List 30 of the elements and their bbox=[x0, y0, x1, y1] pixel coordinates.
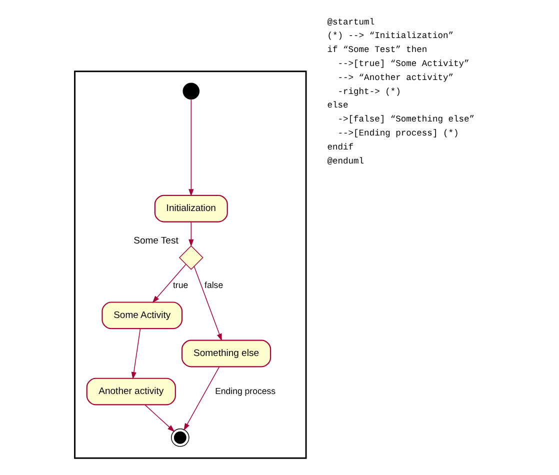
arrow bbox=[131, 328, 141, 380]
label: endif bbox=[327, 142, 354, 152]
cluster bbox=[74, 70, 307, 459]
label: -->[true] “Some Activity” bbox=[338, 58, 470, 69]
arrow bbox=[152, 264, 186, 303]
edge-label: Ending process bbox=[215, 386, 276, 396]
arrow bbox=[144, 404, 175, 432]
arrow bbox=[188, 221, 194, 247]
arrow bbox=[194, 266, 222, 342]
label: if “Some Test” then bbox=[327, 45, 428, 56]
label: --> “Another activity” bbox=[338, 72, 454, 83]
arrow bbox=[184, 366, 220, 431]
node-label: Some Test bbox=[134, 235, 178, 246]
label: -right-> (*) bbox=[338, 86, 401, 97]
node-box: Initialization bbox=[154, 194, 228, 222]
label: ->[false] “Something else” bbox=[338, 114, 475, 125]
label: @startuml bbox=[327, 17, 375, 28]
node-box: Something else bbox=[181, 340, 272, 368]
node-bullseye bbox=[171, 428, 190, 447]
label: (*) --> “Initialization” bbox=[327, 31, 454, 42]
node-box: Another activity bbox=[86, 378, 176, 406]
label: @enduml bbox=[327, 156, 364, 166]
node-box: Some Activity bbox=[102, 302, 183, 330]
node-circle bbox=[182, 82, 200, 100]
arrow bbox=[188, 99, 194, 196]
label: else bbox=[327, 100, 348, 111]
edge-label: true bbox=[172, 280, 188, 290]
label: -->[Ending process] (*) bbox=[338, 128, 459, 138]
node-diamond bbox=[178, 245, 204, 270]
edge-label: false bbox=[204, 280, 224, 290]
